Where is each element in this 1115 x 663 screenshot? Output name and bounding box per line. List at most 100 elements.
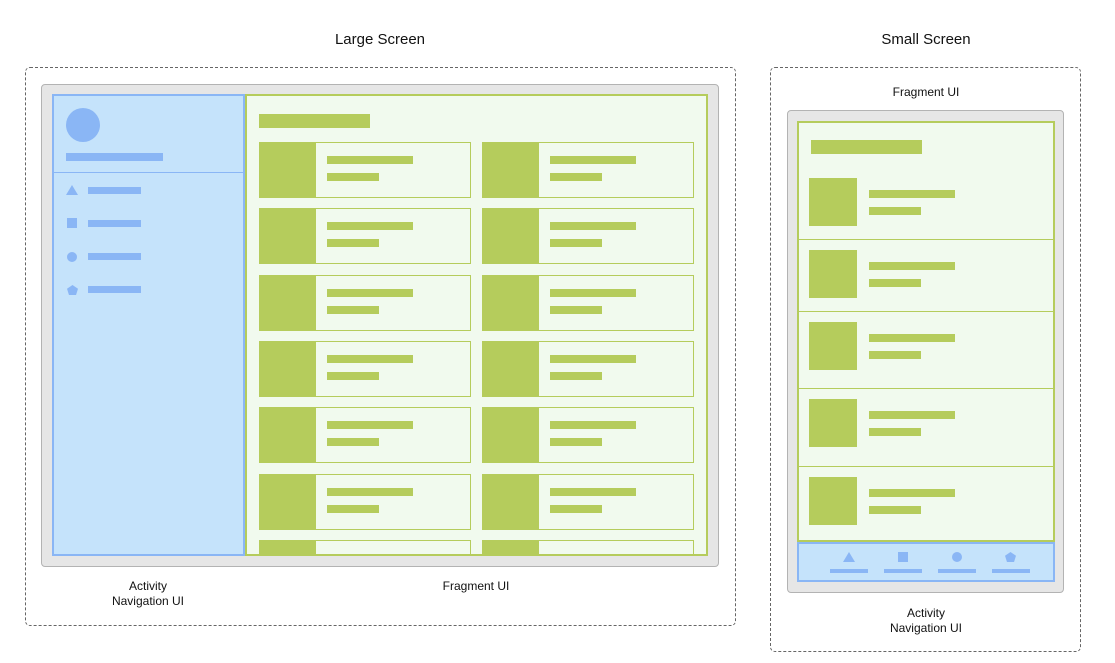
list-item[interactable] (799, 389, 1053, 467)
grid-card[interactable] (482, 142, 694, 198)
card-thumbnail (483, 341, 539, 396)
card-subtitle-bar (550, 438, 602, 447)
square-icon (67, 218, 77, 228)
card-subtitle-bar (550, 173, 602, 181)
card-title-bar (550, 222, 636, 231)
grid-card[interactable] (482, 208, 694, 265)
drawer-item-label-bar (88, 187, 141, 194)
list-item-subtitle-bar (869, 207, 921, 215)
grid-card[interactable] (259, 340, 471, 397)
list-item[interactable] (799, 312, 1053, 389)
grid-card[interactable] (482, 539, 694, 554)
card-thumbnail (260, 209, 316, 264)
list-item[interactable] (799, 163, 1053, 240)
bottom-navigation (797, 542, 1055, 582)
card-subtitle-bar (327, 504, 379, 513)
card-subtitle-bar (327, 438, 379, 447)
list-item-subtitle-bar (869, 351, 921, 359)
card-title-bar (550, 553, 636, 554)
card-thumbnail (260, 408, 316, 463)
grid-card[interactable] (259, 142, 471, 198)
card-thumbnail (483, 474, 539, 529)
card-thumbnail (483, 275, 539, 330)
large-activity-caption: Activity Navigation UI (111, 579, 185, 608)
card-subtitle-bar (550, 371, 602, 380)
fragment-list-pane (797, 121, 1055, 542)
small-fragment-caption: Fragment UI (892, 85, 960, 99)
card-title-bar (550, 354, 636, 363)
card-thumbnail (260, 275, 316, 330)
list-item-thumbnail (809, 399, 857, 447)
drawer-item-label-bar (88, 253, 141, 260)
card-subtitle-bar (327, 305, 379, 314)
list-item-title-bar (869, 262, 955, 270)
avatar (66, 108, 100, 142)
triangle-icon (66, 185, 78, 195)
card-title-bar (550, 288, 636, 297)
card-thumbnail (483, 143, 539, 197)
circle-icon (67, 252, 77, 262)
grid-card[interactable] (259, 407, 471, 464)
card-title-bar (327, 487, 413, 496)
pentagon-icon (1005, 552, 1016, 562)
small-screen-frame (770, 67, 1081, 652)
card-title-bar (550, 156, 636, 164)
list-item-title-bar (869, 190, 955, 198)
bottom-nav-label-bar (992, 569, 1030, 573)
list-item-title-bar (869, 489, 955, 497)
bottom-nav-label-bar (830, 569, 868, 573)
navigation-drawer (52, 94, 245, 556)
small-screen-title: Small Screen (881, 31, 971, 48)
list-item-thumbnail (809, 250, 857, 298)
grid-card[interactable] (482, 274, 694, 331)
grid-card[interactable] (482, 340, 694, 397)
list-item-thumbnail (809, 322, 857, 370)
drawer-item-label-bar (88, 220, 141, 227)
grid-card[interactable] (482, 407, 694, 464)
fragment-title-bar (811, 140, 922, 154)
card-title-bar (550, 421, 636, 430)
card-thumbnail (260, 143, 316, 197)
card-title-bar (327, 421, 413, 430)
bottom-nav-label-bar (884, 569, 922, 573)
fragment-title-bar (259, 114, 370, 128)
card-thumbnail (483, 209, 539, 264)
card-title-bar (327, 222, 413, 231)
list-item-title-bar (869, 334, 955, 342)
large-screen-title: Large Screen (334, 31, 426, 48)
small-activity-caption: Activity Navigation UI (889, 606, 963, 635)
card-title-bar (327, 156, 413, 164)
card-subtitle-bar (550, 504, 602, 513)
grid-card[interactable] (482, 473, 694, 530)
list-item-title-bar (869, 411, 955, 419)
bottom-nav-label-bar (938, 569, 976, 573)
card-title-bar (550, 487, 636, 496)
card-thumbnail (260, 474, 316, 529)
card-thumbnail (483, 540, 539, 554)
list-item[interactable] (799, 467, 1053, 540)
card-subtitle-bar (327, 239, 379, 248)
card-title-bar (327, 288, 413, 297)
card-thumbnail (260, 540, 316, 554)
card-subtitle-bar (550, 239, 602, 248)
card-thumbnail (483, 408, 539, 463)
pentagon-icon (67, 285, 78, 295)
card-subtitle-bar (550, 305, 602, 314)
list-item-thumbnail (809, 178, 857, 226)
grid-card[interactable] (259, 473, 471, 530)
grid-card[interactable] (259, 539, 471, 554)
grid-card[interactable] (259, 274, 471, 331)
list-item-subtitle-bar (869, 279, 921, 287)
fragment-grid-pane (245, 94, 708, 556)
list-item[interactable] (799, 240, 1053, 312)
card-title-bar (327, 553, 413, 554)
grid-card[interactable] (259, 208, 471, 265)
square-icon (898, 552, 908, 562)
circle-icon (952, 552, 962, 562)
drawer-header-bar (66, 153, 163, 161)
large-fragment-caption: Fragment UI (442, 579, 510, 593)
card-subtitle-bar (327, 173, 379, 181)
list-item-thumbnail (809, 477, 857, 525)
card-title-bar (327, 354, 413, 363)
triangle-icon (843, 552, 855, 562)
